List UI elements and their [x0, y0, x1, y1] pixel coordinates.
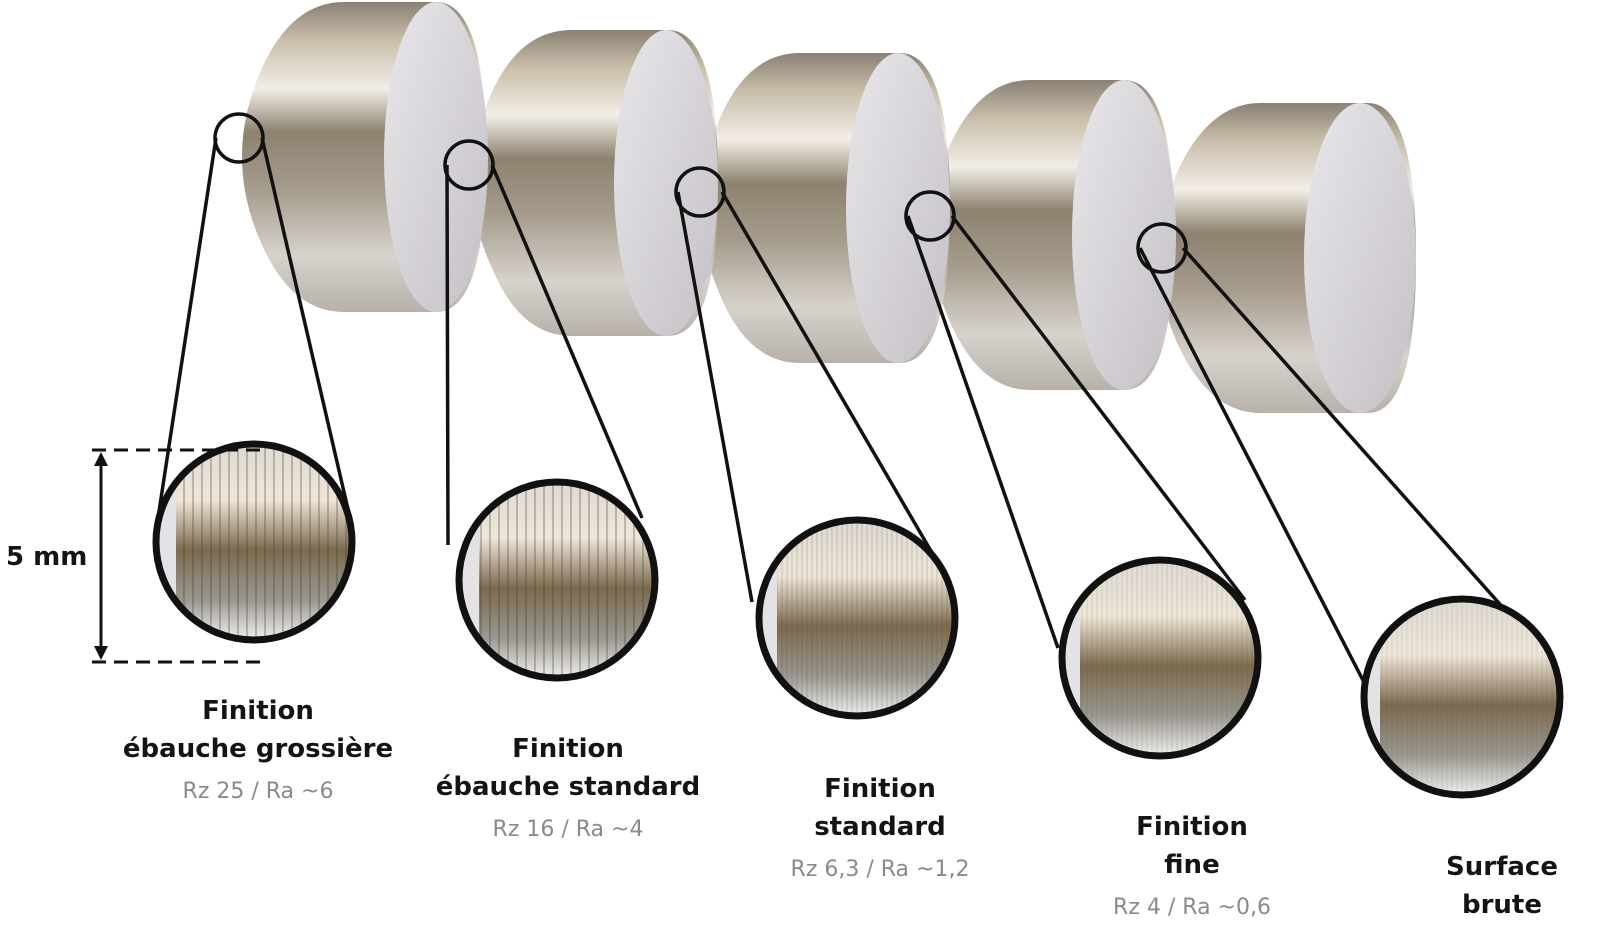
cylinder-4: [931, 80, 1176, 390]
cylinder-1: [242, 2, 488, 312]
sample-spot-3: [674, 166, 726, 218]
caption-title-line2: ébauche standard: [435, 772, 701, 802]
dimension-marker: [92, 448, 262, 664]
caption-roughness: Rz 6,3 / Ra ~1,2: [790, 857, 970, 882]
cylinder-5: [1159, 103, 1416, 413]
caption-sample-2: Finition ébauche standard Rz 16 / Ra ~4: [436, 730, 700, 848]
caption-title-line2: fine: [1164, 850, 1220, 880]
zoom-circle-5: [1360, 595, 1564, 799]
sample-spot-5: [1136, 222, 1188, 274]
zoom-circle-2: [455, 478, 659, 682]
caption-title-line1: Finition: [512, 734, 624, 764]
sample-spot-1: [213, 112, 265, 164]
caption-sample-1: Finition ébauche grossière Rz 25 / Ra ~6: [123, 692, 393, 810]
zoom-circle-1: [152, 440, 356, 644]
caption-roughness: Rz 16 / Ra ~4: [492, 817, 644, 842]
caption-sample-5: Surface brute: [1446, 848, 1558, 924]
arrow-down-icon: [94, 646, 108, 660]
caption-roughness: Rz 25 / Ra ~6: [182, 779, 334, 804]
caption-title-line1: Surface: [1446, 852, 1558, 882]
arrow-up-icon: [94, 452, 108, 466]
caption-sample-4: Finition fine Rz 4 / Ra ~0,6: [1113, 808, 1271, 926]
caption-title-line1: Finition: [202, 696, 314, 726]
cylinder-3: [701, 53, 950, 363]
caption-sample-3: Finition standard Rz 6,3 / Ra ~1,2: [791, 770, 970, 888]
caption-title-line2: standard: [814, 812, 946, 842]
zoom-circle-4: [1058, 556, 1262, 760]
caption-roughness: Rz 4 / Ra ~0,6: [1113, 895, 1271, 920]
caption-title-line2: ébauche grossière: [122, 734, 394, 764]
cylinder-2: [472, 30, 718, 336]
caption-title-line2: brute: [1461, 890, 1542, 920]
dimension-label: 5 mm: [6, 542, 88, 572]
sample-spot-2: [443, 139, 495, 191]
zoom-connectors: [156, 112, 1556, 691]
caption-title-line1: Finition: [1136, 812, 1248, 842]
zoom-circle-3: [755, 516, 959, 720]
caption-title-line1: Finition: [824, 774, 936, 804]
sample-spot-4: [904, 190, 956, 242]
